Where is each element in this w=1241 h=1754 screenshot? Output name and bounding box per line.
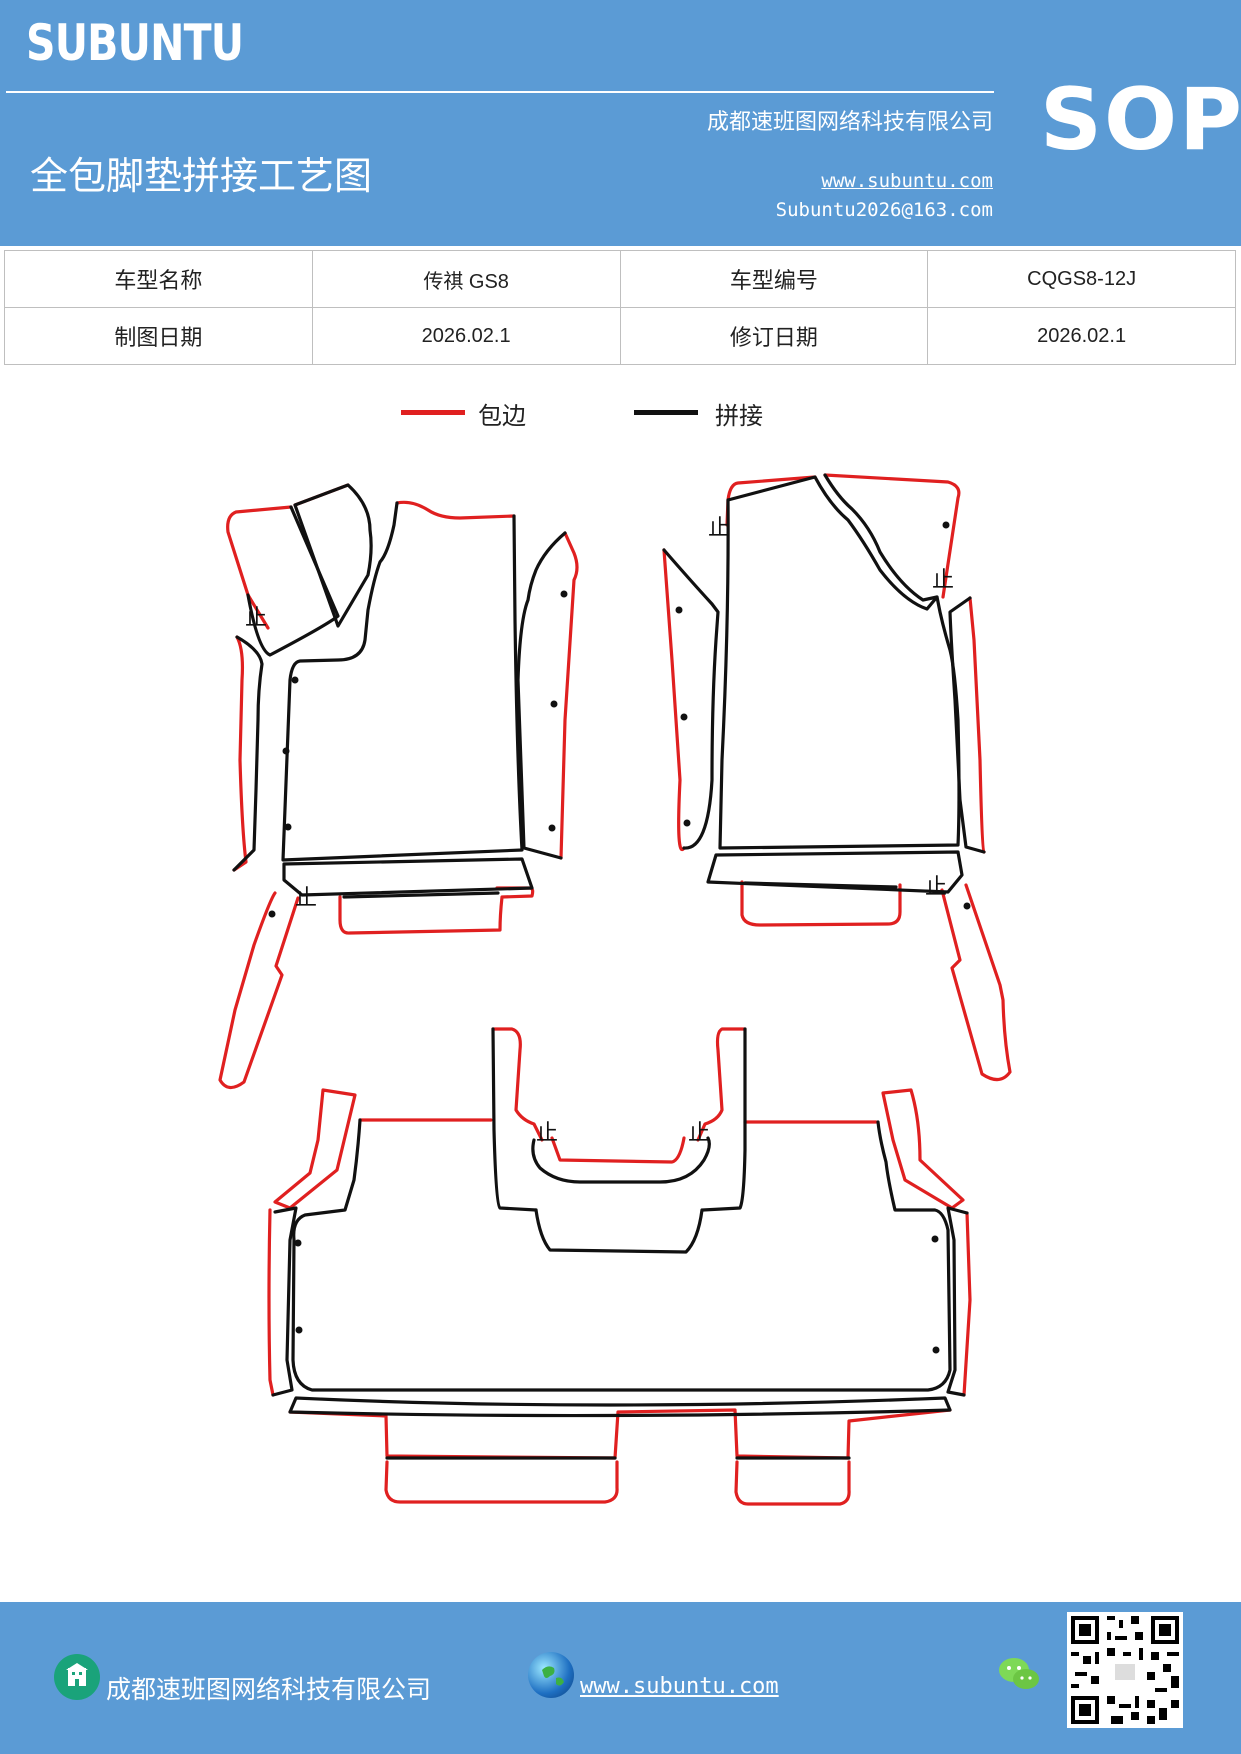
rear-left-strip-inner — [271, 1206, 298, 1397]
floor-mat-diagram: 止 止 止 止 止 止 止 — [218, 473, 1012, 1506]
rear-mat — [267, 1027, 972, 1506]
rear-right-strip-inner — [946, 1206, 969, 1397]
driver-left-strip-inner — [232, 635, 264, 872]
legend-splice-label: 拼接 — [715, 402, 763, 430]
passenger-floor-outline — [718, 475, 961, 850]
driver-floor-edge-top — [395, 500, 516, 520]
legend-edge-swatch — [401, 410, 465, 415]
info-table: 车型名称 传祺 GS8 车型编号 CQGS8-12J 制图日期 2026.02.… — [4, 250, 1236, 365]
driver-heel-pad-inner — [293, 483, 373, 628]
passenger-top-edge-left — [725, 475, 817, 527]
footer-website-link[interactable]: www.subuntu.com — [580, 1674, 779, 1699]
rear-tunnel-bottom-edge — [550, 1136, 686, 1164]
driver-right-strip-inner — [516, 531, 567, 860]
passenger-bottom-bar — [706, 850, 964, 894]
rear-left-strip-edge — [267, 1208, 275, 1397]
driver-bottom-edge — [338, 886, 535, 935]
stop-marker: 止 — [925, 875, 947, 900]
rear-tunnel-outer-right — [701, 1027, 747, 1212]
globe-icon — [528, 1652, 574, 1698]
footer-banner: 成都速班图网络科技有限公司 www.subuntu.com — [0, 1602, 1241, 1754]
header-banner: SUBUNTU SOP 成都速班图网络科技有限公司 全包脚垫拼接工艺图 www.… — [0, 0, 1241, 246]
stop-marker: 止 — [295, 886, 317, 911]
stop-marker: 止 — [932, 568, 954, 593]
model-code-value: CQGS8-12J — [927, 250, 1236, 308]
page-title: 全包脚垫拼接工艺图 — [30, 154, 373, 198]
stop-marker: 止 — [245, 606, 267, 631]
driver-bottom-splice — [342, 891, 500, 899]
rear-tunnel-edge-left — [491, 1027, 544, 1142]
passenger-right-strip-inner — [948, 596, 986, 854]
driver-left-strip-edge — [232, 635, 248, 872]
doc-type-label: SOP — [1040, 70, 1241, 170]
stop-markers: 止 止 止 止 止 止 止 — [245, 516, 954, 1146]
model-name-label: 车型名称 — [4, 250, 313, 308]
building-icon — [54, 1654, 100, 1700]
draw-date-value: 2026.02.1 — [311, 307, 621, 365]
qr-code-image — [1067, 1612, 1183, 1728]
footer-company: 成都速班图网络科技有限公司 — [106, 1675, 432, 1704]
driver-right-strip-edge — [559, 531, 579, 860]
driver-heel-pad — [246, 505, 340, 657]
legend: 包边 拼接 — [0, 400, 1241, 440]
driver-mat — [218, 483, 579, 1090]
legend-splice-swatch — [634, 410, 698, 415]
rear-foot-right — [734, 1460, 851, 1506]
revise-date-label: 修订日期 — [619, 307, 929, 365]
brand-logo: SUBUNTU — [26, 14, 244, 72]
rear-bottom-edge — [288, 1408, 952, 1460]
table-row: 制图日期 2026.02.1 修订日期 2026.02.1 — [4, 307, 1236, 365]
driver-sill-edge — [218, 891, 300, 1090]
legend-edge-label: 包边 — [478, 402, 526, 430]
passenger-bottom-splice — [743, 881, 898, 889]
rear-bottom-bar — [288, 1396, 952, 1418]
stop-marker: 止 — [708, 516, 730, 541]
rear-tunnel-lower — [534, 1208, 704, 1254]
driver-edge-top — [226, 505, 293, 630]
passenger-sill-edge — [940, 883, 1012, 1082]
header-divider — [6, 91, 994, 93]
passenger-top-edge-right — [823, 473, 961, 599]
passenger-heel-splice — [823, 473, 939, 602]
rear-corner-left — [273, 1088, 357, 1210]
rear-foot-left — [384, 1460, 619, 1504]
rear-body-outline — [291, 1118, 952, 1392]
passenger-right-strip-edge — [968, 596, 986, 854]
driver-bottom-bar — [282, 857, 534, 897]
table-row: 车型名称 传祺 GS8 车型编号 CQGS8-12J — [4, 250, 1236, 308]
rear-right-strip-edge — [962, 1211, 972, 1397]
website-link[interactable]: www.subuntu.com — [821, 170, 993, 192]
passenger-mat — [662, 473, 1012, 1082]
rear-corner-right — [881, 1088, 965, 1210]
revise-date-value: 2026.02.1 — [927, 307, 1236, 365]
rear-tunnel-edge-right — [696, 1027, 747, 1142]
rear-tunnel-outer-left — [491, 1027, 538, 1212]
model-code-label: 车型编号 — [619, 250, 929, 308]
company-name: 成都速班图网络科技有限公司 — [706, 110, 993, 135]
passenger-left-strip-inner — [662, 548, 720, 850]
draw-date-label: 制图日期 — [4, 307, 313, 365]
reference-dots — [268, 521, 971, 1354]
driver-floor-outline — [281, 501, 524, 862]
model-name-value: 传祺 GS8 — [311, 250, 621, 308]
passenger-bottom-edge — [740, 880, 902, 927]
stop-marker: 止 — [536, 1121, 558, 1146]
wechat-icon[interactable] — [996, 1654, 1042, 1694]
stop-marker: 止 — [688, 1121, 710, 1146]
passenger-left-strip-edge — [662, 548, 686, 852]
email-address: Subuntu2026@163.com — [775, 199, 993, 221]
rear-tunnel-hump — [531, 1136, 711, 1184]
